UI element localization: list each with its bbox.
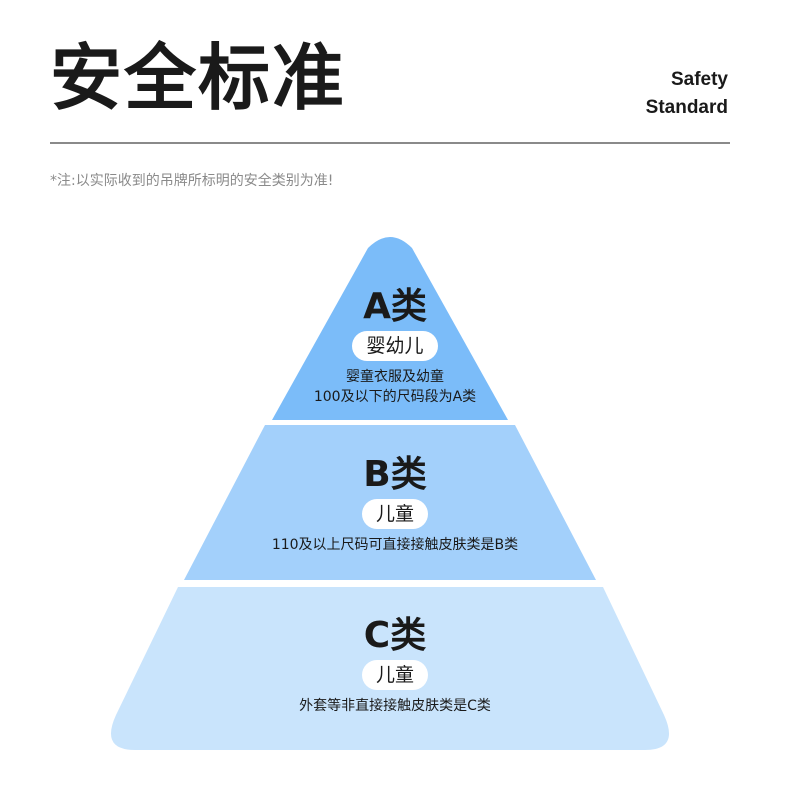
- note-text: *注:以实际收到的吊牌所标明的安全类别为准!: [50, 173, 334, 189]
- tier-b: B类 儿童 110及以上尺码可直接接触皮肤类是B类: [0, 455, 790, 555]
- page-title: 安全标准: [50, 36, 347, 120]
- tier-c: C类 儿童 外套等非直接接触皮肤类是C类: [0, 616, 790, 716]
- tier-a: A类 婴幼儿 婴童衣服及幼童 100及以下的尺码段为A类: [0, 287, 790, 407]
- tier-a-shape: [272, 237, 508, 420]
- tier-c-desc: 外套等非直接接触皮肤类是C类: [299, 698, 491, 714]
- tier-b-desc: 110及以上尺码可直接接触皮肤类是B类: [271, 537, 519, 553]
- tier-c-badge: 儿童: [361, 660, 428, 690]
- tier-a-desc-1: 婴童衣服及幼童: [346, 369, 444, 385]
- tier-a-heading: A类: [363, 286, 427, 327]
- tier-c-heading: C类: [363, 615, 427, 656]
- english-title-line2: Standard: [645, 97, 728, 118]
- tier-a-desc-2: 100及以下的尺码段为A类: [313, 389, 477, 405]
- divider: [50, 142, 730, 144]
- tier-a-badge: 婴幼儿: [352, 331, 438, 361]
- english-title-line1: Safety: [670, 69, 728, 90]
- tier-b-badge: 儿童: [361, 499, 428, 529]
- tier-b-heading: B类: [363, 454, 427, 495]
